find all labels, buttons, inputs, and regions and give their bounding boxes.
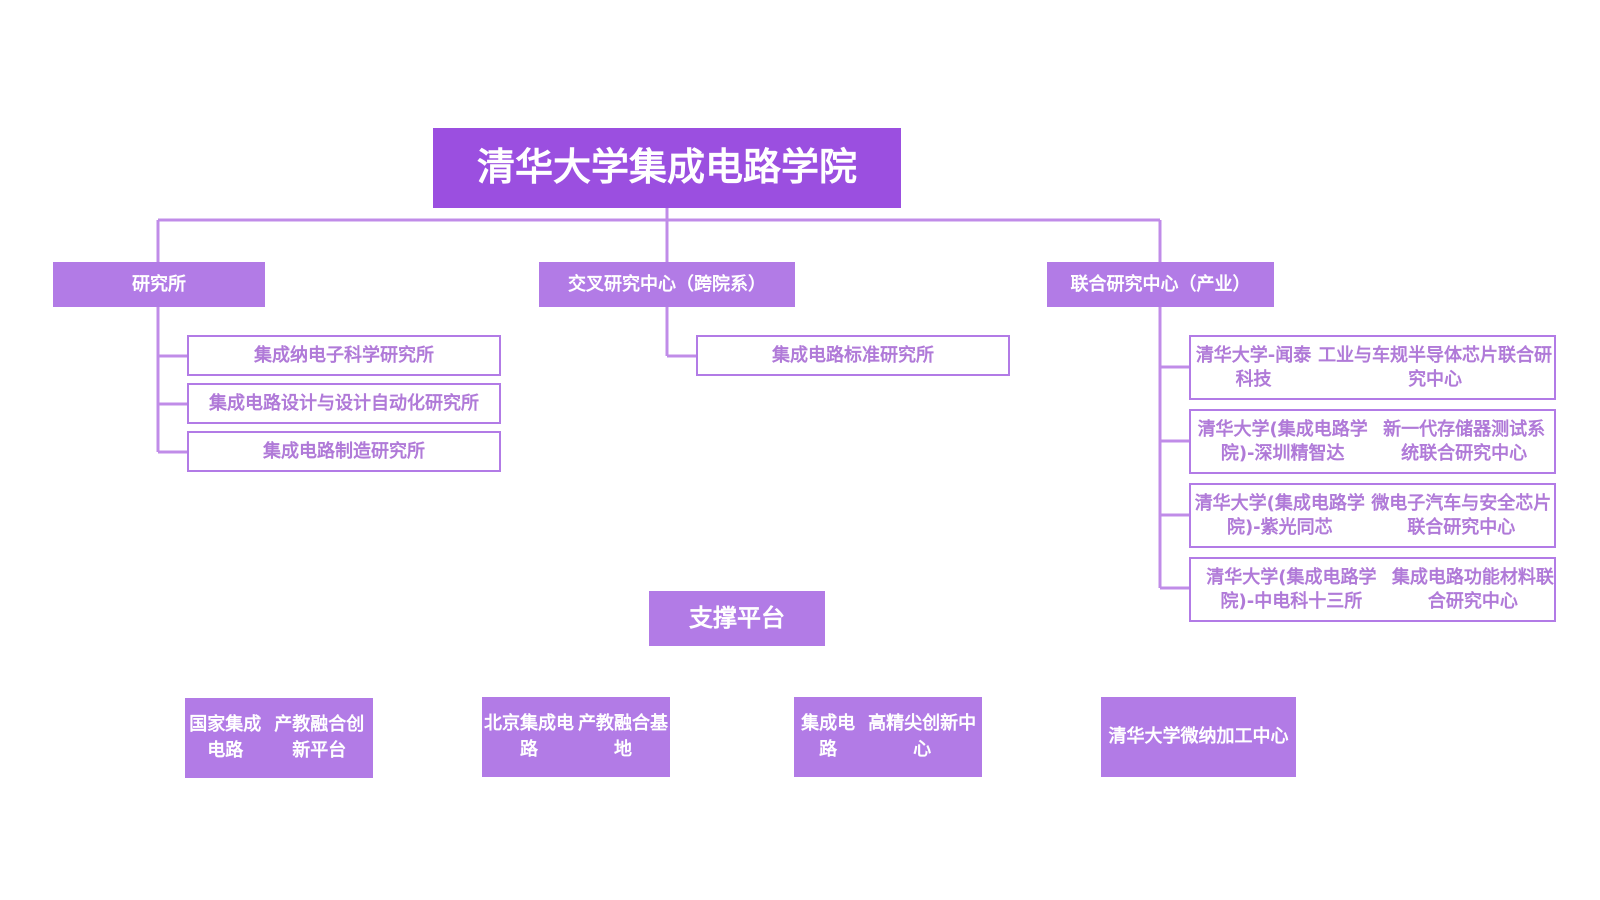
- platform-item: 清华大学 微纳加工中心: [1101, 697, 1296, 777]
- platform-item: 北京集成电路 产教融合基地: [482, 697, 670, 777]
- cross-center-item: 集成电路标准研究所: [696, 335, 1010, 376]
- institute-item: 集成纳电子科学研究所: [187, 335, 501, 376]
- category-institutes: 研究所: [53, 262, 265, 307]
- support-platform-header: 支撑平台: [649, 591, 825, 646]
- platform-item: 集成电路 高精尖创新中心: [794, 697, 982, 777]
- joint-center-item: 清华大学(集成电路学院)-深圳精智达 新一代存储器测试系统联合研究中心: [1189, 409, 1556, 474]
- category-joint-centers: 联合研究中心（产业）: [1047, 262, 1274, 307]
- institute-item: 集成电路设计与设计自动化研究所: [187, 383, 501, 424]
- institute-item: 集成电路制造研究所: [187, 431, 501, 472]
- platform-item: 国家集成电路 产教融合创新平台: [185, 698, 373, 778]
- joint-center-item: 清华大学(集成电路学院)-紫光同芯 微电子汽车与安全芯片联合研究中心: [1189, 483, 1556, 548]
- root-title: 清华大学集成电路学院: [433, 128, 901, 208]
- joint-center-item: 清华大学(集成电路学院)-中电科十三所 集成电路功能材料联合研究中心: [1189, 557, 1556, 622]
- category-cross-centers: 交叉研究中心（跨院系）: [539, 262, 795, 307]
- joint-center-item: 清华大学-闻泰科技 工业与车规半导体芯片联合研究中心: [1189, 335, 1556, 400]
